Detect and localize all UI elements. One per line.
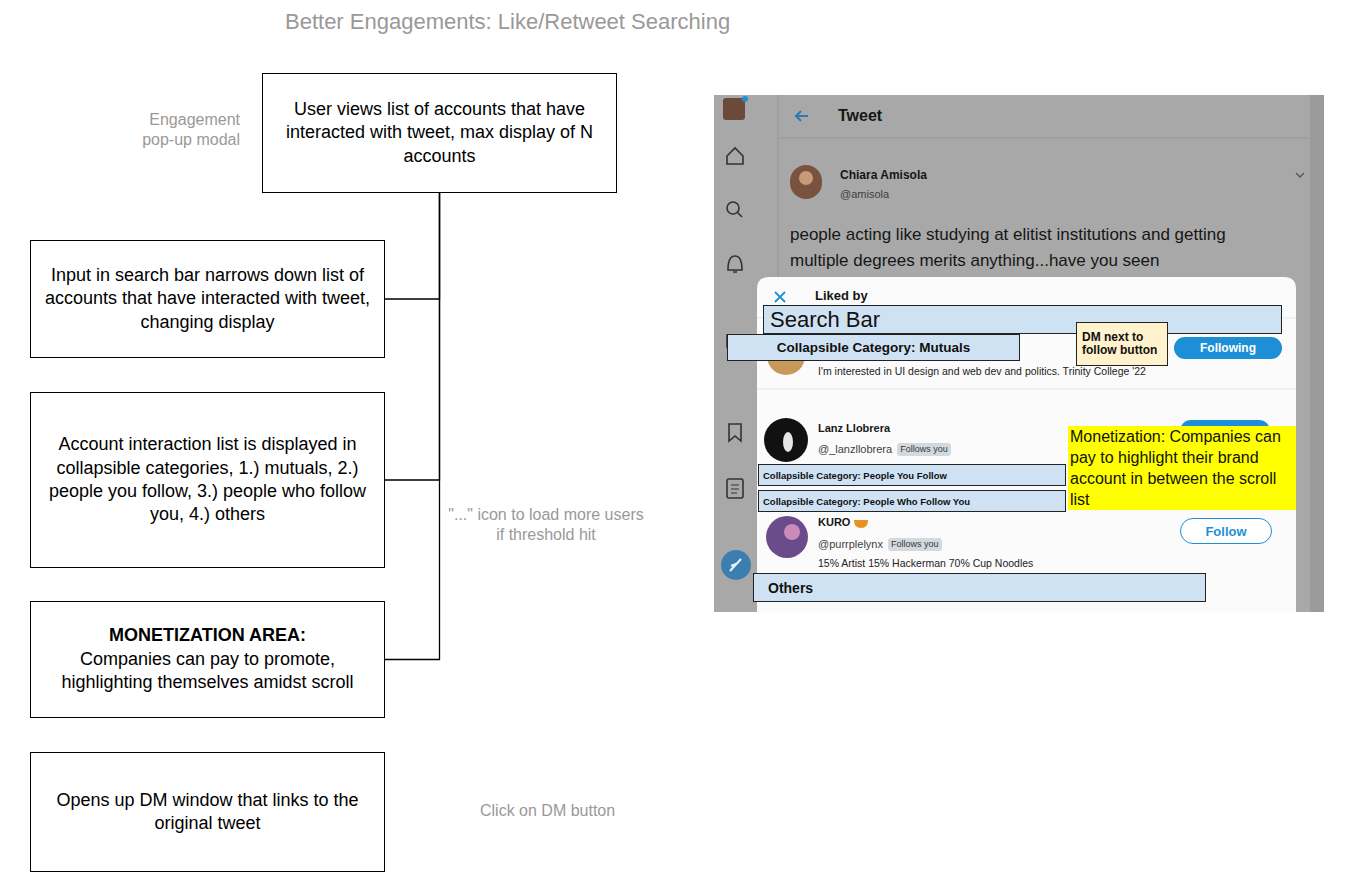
noodle-emoji [854, 520, 868, 528]
box-text: Others [768, 580, 813, 596]
process-box: Opens up DM window that links to the ori… [30, 752, 385, 872]
list-icon [727, 479, 743, 498]
box-text: Input in search bar narrows down list of… [43, 264, 372, 334]
author-handle: @amisola [840, 187, 1060, 201]
user-name: Lanz Llobrera [818, 421, 1038, 435]
box-text: Collapsible Category: People You Follow [763, 470, 947, 481]
search-icon [727, 202, 739, 214]
profile-icon [723, 98, 745, 120]
user-handle: @purrplelynx [818, 537, 883, 551]
side-note: Engagement pop-up modal [118, 110, 240, 150]
search-icon-handle [738, 213, 743, 218]
annotation-box: Collapsible Category: Mutuals [727, 334, 1020, 361]
author-avatar [790, 165, 822, 199]
connector-line [385, 193, 440, 299]
row-divider [757, 389, 1296, 390]
annotation-box: Others [753, 573, 1206, 602]
box-text: Collapsible Category: Mutuals [777, 340, 971, 355]
side-note: Click on DM button [480, 801, 680, 821]
close-icon [775, 292, 785, 302]
back-arrow-icon [796, 111, 808, 121]
box-text: Follows you [891, 539, 939, 550]
connector-line [385, 193, 440, 660]
scroll-strip [1310, 95, 1324, 612]
box-text: Opens up DM window that links to the ori… [43, 789, 372, 836]
highlight-note: Monetization: Companies can pay to highl… [1068, 426, 1296, 510]
diagram-title: Better Engagements: Like/Retweet Searchi… [285, 9, 730, 35]
user-name: KURO [818, 515, 850, 529]
avatar-figure [784, 524, 800, 540]
bell-icon [728, 256, 742, 272]
tweet-text: people acting like studying at elitist i… [790, 222, 1280, 274]
user-avatar [766, 516, 808, 558]
annotation-box: Search Bar [763, 305, 1282, 334]
compose-icon [730, 559, 741, 571]
box-text: Account interaction list is displayed in… [43, 433, 372, 527]
liked-by-modal [757, 277, 1296, 612]
box-text: Collapsible Category: People Who Follow … [763, 496, 970, 507]
process-box: Account interaction list is displayed in… [30, 392, 385, 568]
following-button: Following [1174, 337, 1282, 359]
chevron-icon [1296, 173, 1304, 177]
home-icon [727, 148, 743, 164]
header-divider [778, 138, 1310, 139]
box-text: DM next to follow button [1082, 331, 1162, 357]
user-handle: @_lanzllobrera [818, 442, 892, 456]
process-box: MONETIZATION AREA:Companies can pay to p… [30, 601, 385, 718]
box-text: Monetization: Companies can pay to highl… [1070, 426, 1294, 510]
follows-you-badge: Follows you [888, 538, 942, 551]
box-text: Follows you [900, 444, 948, 455]
follow-button: Follow [1180, 518, 1272, 544]
bookmark-icon [729, 424, 741, 441]
page-header: Tweet [838, 106, 958, 126]
connector-line [385, 193, 440, 480]
process-box: User views list of accounts that have in… [262, 73, 617, 193]
avatar-figure [783, 432, 793, 452]
annotation-box: Collapsible Category: People You Follow [758, 464, 1066, 486]
box-text: Search Bar [770, 307, 880, 333]
annotation-note: DM next to follow button [1076, 322, 1168, 366]
compose-button [721, 550, 751, 580]
author-avatar-face [799, 171, 813, 185]
box-text: User views list of accounts that have in… [275, 98, 604, 168]
box-heading: MONETIZATION AREA: [109, 624, 306, 647]
box-text: Companies can pay to promote, highlighti… [43, 648, 372, 695]
user-bio: I'm interested in UI design and web dev … [818, 364, 1278, 378]
author-name: Chiara Amisola [840, 168, 1060, 183]
process-box: Input in search bar narrows down list of… [30, 240, 385, 358]
box-text: Follow [1205, 524, 1246, 539]
side-note: "..." icon to load more users if thresho… [446, 505, 646, 545]
list-icon-lines [731, 485, 739, 493]
box-text: Following [1200, 341, 1256, 355]
user-avatar [764, 418, 808, 462]
follows-you-badge: Follows you [897, 443, 951, 456]
modal-heading: Liked by [815, 288, 955, 304]
annotation-box: Collapsible Category: People Who Follow … [758, 490, 1066, 512]
notification-dot [742, 96, 748, 102]
user-bio: 15% Artist 15% Hackerman 70% Cup Noodles [818, 557, 1218, 570]
screenshot-ground [714, 95, 1324, 612]
